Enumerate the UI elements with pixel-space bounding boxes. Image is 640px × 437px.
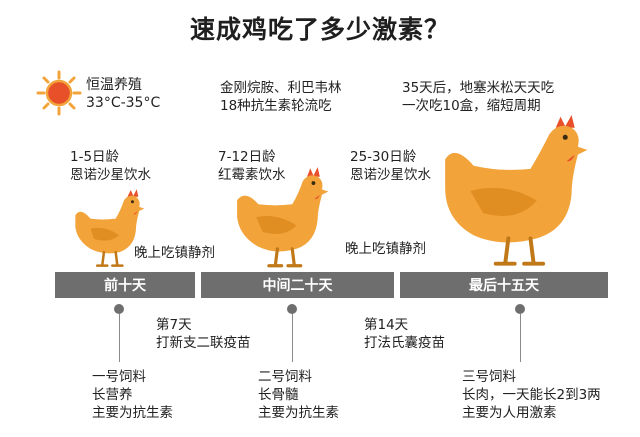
large-chicken-icon	[445, 115, 588, 266]
steroid-note: 35天后，地塞米松天天吃 一次吃10盒，缩短周期	[402, 79, 554, 115]
stage1-marker-line	[118, 314, 120, 362]
feed3-content: 主要为人用激素	[462, 405, 557, 421]
antiviral-note-line1: 金刚烷胺、利巴韦林	[220, 80, 342, 96]
antiviral-note-line2: 18种抗生素轮流吃	[220, 98, 332, 114]
stage2-bar: 中间二十天	[201, 272, 394, 298]
vaccine2-day: 第14天	[364, 317, 409, 333]
temperature-range: 33°C-35°C	[86, 95, 161, 111]
feed3-name: 三号饲料	[462, 369, 516, 385]
feed3-purpose: 长肉，一天能长2到3两	[462, 387, 601, 403]
stage3-age: 25-30日龄	[350, 149, 417, 165]
stage3-drug: 恩诺沙星饮水	[350, 167, 431, 183]
feed2-purpose: 长骨髓	[258, 387, 299, 403]
stage1-marker-dot	[114, 304, 124, 314]
feed1-name: 一号饲料	[92, 369, 146, 385]
vaccine1-name: 打新支二联疫苗	[156, 335, 251, 351]
vaccine1-day: 第7天	[156, 317, 192, 333]
feed1-note: 一号饲料 长营养 主要为抗生素	[92, 368, 173, 422]
stage1-bar: 前十天	[55, 272, 195, 298]
feed1-content: 主要为抗生素	[92, 405, 173, 421]
stage3-drug-note: 25-30日龄 恩诺沙星饮水	[350, 148, 431, 184]
small-chicken-icon	[75, 189, 145, 267]
sun-icon	[36, 70, 82, 116]
stage2-drug: 红霉素饮水	[218, 167, 286, 183]
sedative-note-2: 晚上吃镇静剂	[345, 241, 426, 257]
page-title: 速成鸡吃了多少激素？	[189, 15, 450, 44]
steroid-note-line2: 一次吃10盒，缩短周期	[402, 98, 541, 114]
sedative-note-1: 晚上吃镇静剂	[134, 245, 215, 261]
stage2-drug-note: 7-12日龄 红霉素饮水	[218, 148, 286, 184]
stage1-age: 1-5日龄	[70, 149, 120, 165]
stage2-marker-dot	[287, 304, 297, 314]
steroid-note-line1: 35天后，地塞米松天天吃	[402, 80, 555, 96]
temperature-label: 恒温养殖	[86, 77, 142, 93]
stage1-drug-note: 1-5日龄 恩诺沙星饮水	[70, 148, 151, 184]
stage3-marker-dot	[515, 304, 525, 314]
vaccine2-note: 第14天 打法氏囊疫苗	[364, 316, 445, 352]
feed3-note: 三号饲料 长肉，一天能长2到3两 主要为人用激素	[462, 368, 601, 422]
stage2-age: 7-12日龄	[218, 149, 276, 165]
feed2-name: 二号饲料	[258, 369, 312, 385]
feed1-purpose: 长营养	[92, 387, 133, 403]
feed2-content: 主要为抗生素	[258, 405, 339, 421]
stage3-marker-line	[519, 314, 521, 362]
medium-chicken-icon	[237, 167, 329, 268]
antiviral-note: 金刚烷胺、利巴韦林 18种抗生素轮流吃	[220, 79, 342, 115]
vaccine1-note: 第7天 打新支二联疫苗	[156, 316, 251, 352]
temperature-text: 恒温养殖 33°C-35°C	[86, 76, 160, 112]
vaccine2-name: 打法氏囊疫苗	[364, 335, 445, 351]
stage3-bar: 最后十五天	[400, 272, 608, 298]
stage2-marker-line	[291, 314, 293, 362]
stage1-drug: 恩诺沙星饮水	[70, 167, 151, 183]
feed2-note: 二号饲料 长骨髓 主要为抗生素	[258, 368, 339, 422]
